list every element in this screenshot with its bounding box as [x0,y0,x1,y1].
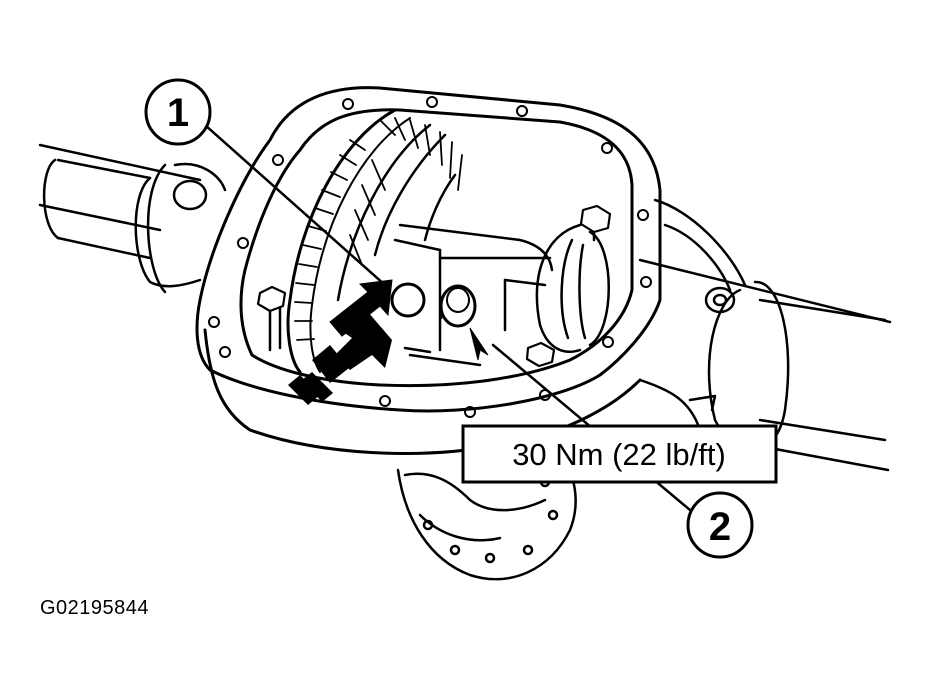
cap-bolt-left [256,285,287,352]
cap-bolt-bottom [525,341,556,368]
arrow-to-plug [469,327,489,361]
cover-bolt-holes [208,96,652,418]
leader-line-1 [203,123,387,287]
callout-2: 2 [686,491,754,559]
callout-1-label: 1 [167,91,189,135]
torque-spec-box: 30 Nm (22 lb/ft) [461,424,778,484]
callout-2-label: 2 [709,505,731,549]
left-axle-flange [134,162,227,294]
callout-1: 1 [144,78,212,146]
cover-opening [239,108,634,388]
differential-carrier [393,223,554,367]
cap-bolt-top [579,204,612,242]
fill-direction-arrow [288,312,392,405]
left-axle-tube [38,143,202,260]
fill-hole [390,282,426,318]
differential-housing [195,86,747,455]
pinion-yoke [396,394,717,581]
torque-spec-label: 30 Nm (22 lb/ft) [512,437,726,472]
figure-id: G02195844 [40,597,150,619]
ring-gear [286,108,463,374]
fill-plug [439,284,477,328]
bearing-cap [535,223,610,353]
